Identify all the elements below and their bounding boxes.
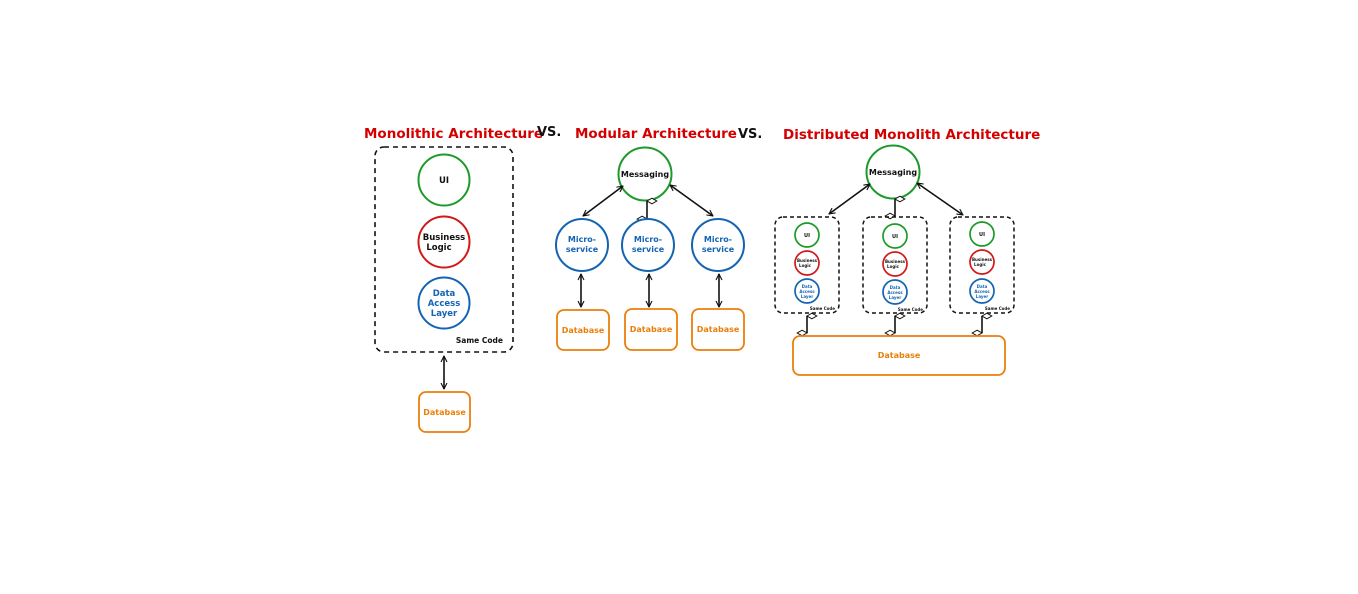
modular-microservice-2-label-1: Micro- xyxy=(634,235,662,244)
monolithic-title: Monolithic Architecture xyxy=(364,126,543,142)
distributed-module-3-business-circle xyxy=(969,249,995,275)
modular-database-label-1: Database xyxy=(562,326,605,335)
distributed-module-3-data-label-3: Layer xyxy=(976,294,988,299)
distributed-module-3-data-circle xyxy=(969,278,995,304)
distributed-module-2-ui-label: UI xyxy=(892,234,898,240)
monolithic-same-code-label: Same Code xyxy=(456,336,503,345)
modular-database-label-2: Database xyxy=(630,325,673,334)
distributed-database-box xyxy=(792,335,1006,376)
distributed-module-3-business-label-2: Logic xyxy=(974,262,987,267)
distributed-module-3-data-label-1: Data xyxy=(977,284,988,289)
monolithic-ui-label: UI xyxy=(439,176,449,186)
modular-microservice-3-label-1: Micro- xyxy=(704,235,732,244)
monolithic-data-label-2: Access xyxy=(428,299,461,309)
monolithic-data-circle xyxy=(417,276,471,330)
distributed-module-2-business-label-1: Business xyxy=(885,259,906,264)
modular-arrow-service-3 xyxy=(669,184,714,217)
modular-microservice-2-label-2: service xyxy=(632,245,665,254)
distributed-module-1-data-circle xyxy=(794,278,820,304)
distributed-module-1-business-label-2: Logic xyxy=(799,263,812,268)
modular-microservice-1-label-2: service xyxy=(566,245,599,254)
modular-messaging-label: Messaging xyxy=(621,170,669,179)
modular-microservice-circle-1 xyxy=(555,218,609,272)
distributed-module-2-data-circle xyxy=(882,279,908,305)
distributed-module-1: UI Business Logic Data Access Layer Same… xyxy=(774,216,840,314)
distributed-module-1-code-label: Same Code xyxy=(810,306,835,311)
modular-title: Modular Architecture xyxy=(575,126,737,142)
distributed-arrow-module-3 xyxy=(916,182,964,216)
vs-label-2: VS. xyxy=(738,127,762,142)
modular-database-box-2 xyxy=(624,308,678,351)
distributed-module-1-data-label-3: Layer xyxy=(801,294,813,299)
distributed-module-2-code-label: Same Code xyxy=(898,307,923,312)
distributed-module-2-business-label-2: Logic xyxy=(887,264,900,269)
modular-microservice-circle-3 xyxy=(691,218,745,272)
monolithic-section: UI Business Logic Data Access Layer Same… xyxy=(374,146,514,433)
distributed-module-1-ui-label: UI xyxy=(804,233,810,239)
distributed-module-3-ui-label: UI xyxy=(979,232,985,238)
monolithic-database-box xyxy=(418,391,471,433)
monolithic-business-label-2: Logic xyxy=(426,243,451,253)
distributed-module-2-data-label-1: Data xyxy=(890,285,901,290)
distributed-module-3-ui-circle xyxy=(969,221,995,247)
distributed-arrow-module-1 xyxy=(828,183,871,215)
distributed-module-2: UI Business Logic Data Access Layer Same… xyxy=(862,216,928,314)
monolithic-ui-circle xyxy=(417,153,471,207)
distributed-module-3: UI Business Logic Data Access Layer Same… xyxy=(949,216,1015,314)
monolithic-business-circle xyxy=(417,215,471,269)
distributed-database-label: Database xyxy=(878,351,921,360)
distributed-module-3-code-label: Same Code xyxy=(985,306,1010,311)
distributed-section: Messaging UI Business Logic Data Access … xyxy=(774,144,1015,376)
distributed-module-2-data-label-3: Layer xyxy=(889,295,901,300)
distributed-module-1-data-label-1: Data xyxy=(802,284,813,289)
distributed-module-1-ui-circle xyxy=(794,222,820,248)
modular-microservice-circle-2 xyxy=(621,218,675,272)
distributed-module-3-business-label-1: Business xyxy=(972,257,993,262)
monolithic-data-label-3: Layer xyxy=(431,309,458,319)
monolithic-data-label-1: Data xyxy=(433,289,456,299)
distributed-module-1-business-label-1: Business xyxy=(797,258,818,263)
monolithic-database-label: Database xyxy=(423,408,466,417)
modular-database-box-1 xyxy=(556,309,610,351)
distributed-module-2-business-circle xyxy=(882,251,908,277)
monolithic-code-boundary xyxy=(374,146,514,353)
vs-label-1: VS. xyxy=(537,125,561,140)
modular-database-label-3: Database xyxy=(697,325,740,334)
distributed-module-1-data-label-2: Access xyxy=(799,289,815,294)
distributed-module-2-data-label-2: Access xyxy=(887,290,903,295)
distributed-module-1-business-circle xyxy=(794,250,820,276)
distributed-module-2-ui-circle xyxy=(882,223,908,249)
distributed-module-3-data-label-2: Access xyxy=(974,289,990,294)
distributed-title: Distributed Monolith Architecture xyxy=(783,127,1040,143)
modular-database-box-3 xyxy=(691,308,745,351)
modular-microservice-1-label-1: Micro- xyxy=(568,235,596,244)
monolithic-business-label-1: Business xyxy=(423,233,465,243)
modular-section: Messaging Micro- service Micro- service … xyxy=(555,146,745,351)
distributed-messaging-label: Messaging xyxy=(869,168,917,177)
modular-arrow-service-1 xyxy=(582,185,624,217)
modular-microservice-3-label-2: service xyxy=(702,245,735,254)
